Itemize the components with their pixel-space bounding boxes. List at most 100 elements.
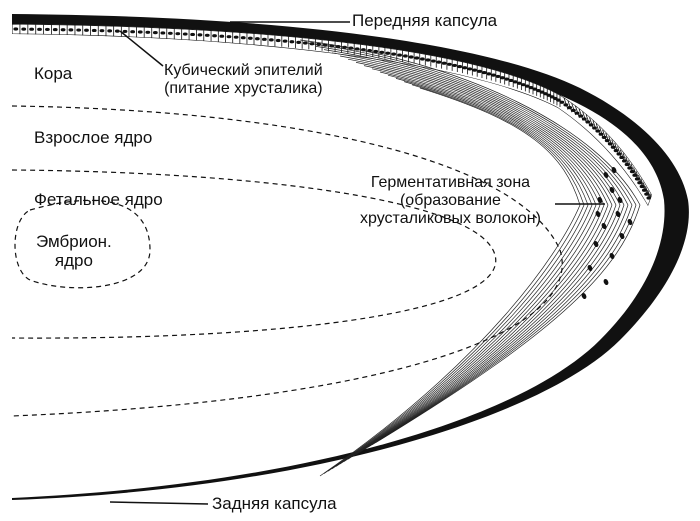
fiber-nucleus xyxy=(619,232,625,240)
epithelium-cell-nucleus xyxy=(68,28,74,32)
epithelium-cell-nucleus xyxy=(481,70,487,75)
epithelium-cell-nucleus xyxy=(60,28,66,32)
epithelium-cell-nucleus xyxy=(402,54,408,58)
epithelium-cell-nucleus xyxy=(261,37,267,41)
lens-fiber xyxy=(351,62,613,458)
epithelium-cell-nucleus xyxy=(619,155,625,160)
epithelium-cell-nucleus xyxy=(441,61,447,65)
fiber-nucleus xyxy=(615,210,621,218)
epithelium-cell-nucleus xyxy=(621,159,627,163)
epithelium-cell-nucleus xyxy=(296,40,302,44)
epithelium-cell-nucleus xyxy=(137,30,143,34)
epithelium-cell-nucleus xyxy=(581,117,587,121)
epithelium-cell-nucleus xyxy=(520,83,526,87)
lens-fiber xyxy=(315,46,633,446)
epithelium-cell-nucleus xyxy=(167,31,173,35)
epithelium-cell-nucleus xyxy=(29,27,35,31)
epithelium-cell-nucleus xyxy=(607,142,613,146)
epithelium-cell-nucleus xyxy=(524,84,530,88)
epithelium-cell-nucleus xyxy=(632,173,638,177)
epithelium-cell-nucleus xyxy=(559,100,565,104)
epithelium-cell-nucleus xyxy=(467,67,473,71)
epithelium-cell-nucleus xyxy=(282,39,288,43)
fetal-nucleus-boundary xyxy=(11,169,497,339)
epithelium-cell-nucleus xyxy=(91,28,97,33)
epithelium-cell-nucleus xyxy=(516,81,522,85)
fiber-nucleus xyxy=(603,278,609,286)
germinative-zone-line-2: (образование xyxy=(399,191,501,209)
epithelium-cell-nucleus xyxy=(592,126,597,130)
epithelium-cell-nucleus xyxy=(601,135,607,139)
epithelium-cell-nucleus xyxy=(130,30,136,34)
epithelium-cell-nucleus xyxy=(491,73,496,77)
fiber-nucleus xyxy=(597,196,603,204)
epithelium-cell-nucleus xyxy=(644,192,650,196)
epithelium-cell-nucleus xyxy=(462,66,468,70)
epithelium-cell-nucleus xyxy=(528,85,534,90)
epithelium-cell-nucleus xyxy=(567,106,573,110)
epithelium-cell-nucleus xyxy=(512,80,518,84)
epithelium-cell-nucleus xyxy=(508,78,514,83)
epithelium-cell-nucleus xyxy=(637,181,643,185)
lens-fiber xyxy=(299,39,641,441)
epithelium-cell-nucleus xyxy=(240,36,246,40)
cuboidal-epithelium-line-1: Кубический эпителий xyxy=(164,62,323,79)
epithelium-cell-nucleus xyxy=(122,29,128,34)
epithelium-cell-nucleus xyxy=(616,152,622,156)
epithelium-cell-nucleus xyxy=(627,166,633,170)
lens-fiber xyxy=(335,74,597,467)
fiber-nucleus xyxy=(595,210,601,218)
epithelium-cell-divider xyxy=(640,178,646,191)
epithelium-cell-nucleus xyxy=(84,28,89,32)
lens-fiber xyxy=(339,55,621,453)
epithelium-cell-nucleus xyxy=(574,111,580,115)
epithelium-cell-divider xyxy=(649,193,652,206)
adult-nucleus-boundary xyxy=(11,105,563,417)
cortex-label: Кора xyxy=(34,64,73,83)
epithelium-cell-nucleus xyxy=(585,120,591,124)
epithelium-cell-nucleus xyxy=(219,34,225,38)
fiber-nucleus xyxy=(603,171,609,179)
epithelium-cell-nucleus xyxy=(152,31,158,35)
epithelium-cell-nucleus xyxy=(414,56,420,60)
epithelium-cell-nucleus xyxy=(500,76,505,80)
epithelium-cell-nucleus xyxy=(436,60,442,64)
epithelium-cell-nucleus xyxy=(452,63,458,68)
epithelium-cell-nucleus xyxy=(289,40,295,44)
fiber-nucleus xyxy=(593,240,599,248)
embryonic-nucleus-boundary xyxy=(14,199,151,289)
fiber-nucleus xyxy=(617,196,623,204)
epithelium-cell-nucleus xyxy=(613,148,619,153)
embryonic-nucleus-line-1: Эмбрион. xyxy=(36,232,112,251)
epithelium-cell-nucleus xyxy=(302,41,308,45)
posterior-capsule-leader xyxy=(109,501,209,505)
fiber-nuclei xyxy=(581,166,633,300)
epithelium-cell-nucleus xyxy=(431,59,436,63)
lens-fiber xyxy=(339,71,601,465)
epithelium-cell-nucleus xyxy=(44,27,50,32)
capsule-outline xyxy=(12,14,689,500)
epithelium-cell-nucleus xyxy=(610,145,616,149)
epithelium-cell-nucleus xyxy=(212,34,217,38)
epithelium-cell-nucleus xyxy=(495,74,501,79)
epithelium-cell-nucleus xyxy=(629,170,635,174)
lens-fiber xyxy=(323,84,585,474)
epithelium-cell-divider xyxy=(642,182,648,195)
germinative-zone-label: Герментативная зона (образование хрустал… xyxy=(360,174,541,228)
epithelium-cell-nucleus xyxy=(408,55,414,59)
epithelium-cell-nucleus xyxy=(578,114,584,118)
fiber-nucleus xyxy=(627,218,633,226)
epithelium-cell-nucleus xyxy=(595,129,601,133)
epithelium-cell-nucleus xyxy=(641,188,647,192)
fetal-nucleus-label: Фетальное ядро xyxy=(34,190,163,209)
epithelium-cell-nucleus xyxy=(624,162,630,167)
epithelium-cell-nucleus xyxy=(160,31,166,35)
epithelium-cell-nucleus xyxy=(247,36,253,40)
fiber-nucleus xyxy=(609,186,615,194)
lens-fiber xyxy=(323,49,629,448)
epithelium-cell-nucleus xyxy=(76,28,82,32)
epithelium-cell-nucleus xyxy=(21,27,27,31)
epithelium-cell-nucleus xyxy=(226,35,232,39)
epithelium-cell-nucleus xyxy=(99,29,105,33)
